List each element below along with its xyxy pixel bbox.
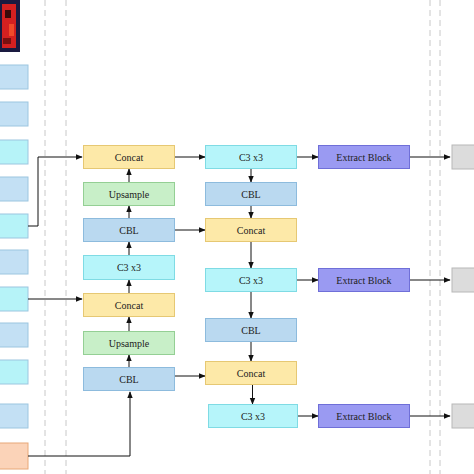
cbl-box: CBL xyxy=(83,367,175,391)
node-label: CBL xyxy=(241,189,260,200)
node-label: Concat xyxy=(237,368,265,379)
flow-arrow xyxy=(252,385,253,404)
node-label: C3 x3 xyxy=(117,262,141,273)
flow-arrow xyxy=(298,416,318,417)
flow-arrow xyxy=(175,376,205,377)
concat-box: Concat xyxy=(83,293,175,317)
flow-arrow xyxy=(297,157,318,158)
concat-box: Concat xyxy=(83,145,175,169)
node-label: CBL xyxy=(119,225,138,236)
flow-arrow xyxy=(129,242,130,255)
flow-arrow xyxy=(129,206,130,218)
concat-box: Concat xyxy=(205,361,297,385)
node-label: Extract Block xyxy=(336,275,391,286)
node-label: Upsample xyxy=(109,338,150,349)
c3-box: C3 x3 xyxy=(205,268,297,292)
flow-arrow xyxy=(129,355,130,367)
node-label: Extract Block xyxy=(336,152,391,163)
flow-arrow xyxy=(129,280,130,293)
node-label: Concat xyxy=(115,152,143,163)
input-image xyxy=(0,0,20,52)
cbl-box: CBL xyxy=(205,318,297,342)
feed-wire xyxy=(28,157,450,456)
node-label: C3 x3 xyxy=(241,411,265,422)
c3-box: C3 x3 xyxy=(205,145,297,169)
node-label: Concat xyxy=(115,300,143,311)
node-label: Extract Block xyxy=(336,411,391,422)
node-label: CBL xyxy=(119,374,138,385)
flow-arrow xyxy=(251,292,252,318)
upsample-box: Upsample xyxy=(83,331,175,355)
flow-arrow xyxy=(251,342,252,361)
node-label: C3 x3 xyxy=(239,152,263,163)
flow-arrow xyxy=(129,317,130,331)
node-label: Upsample xyxy=(109,189,150,200)
flow-arrow xyxy=(175,157,205,158)
flow-arrow xyxy=(251,169,252,182)
extract-block: Extract Block xyxy=(318,145,410,169)
node-label: Concat xyxy=(237,225,265,236)
upsample-box: Upsample xyxy=(83,182,175,206)
concat-box: Concat xyxy=(205,218,297,242)
flow-arrow xyxy=(129,169,130,182)
flow-arrow xyxy=(175,230,205,231)
extract-block: Extract Block xyxy=(318,404,410,428)
flow-arrow xyxy=(251,242,252,268)
flow-arrow xyxy=(297,280,318,281)
flow-arrow xyxy=(251,206,252,218)
c3-box: C3 x3 xyxy=(208,404,298,428)
backbone-block xyxy=(0,65,28,469)
output-block xyxy=(452,145,474,428)
c3-box: C3 x3 xyxy=(83,255,175,280)
section-divider xyxy=(45,0,440,474)
node-label: CBL xyxy=(241,325,260,336)
cbl-box: CBL xyxy=(205,182,297,206)
cbl-box: CBL xyxy=(83,218,175,242)
node-label: C3 x3 xyxy=(239,275,263,286)
extract-block: Extract Block xyxy=(318,268,410,292)
